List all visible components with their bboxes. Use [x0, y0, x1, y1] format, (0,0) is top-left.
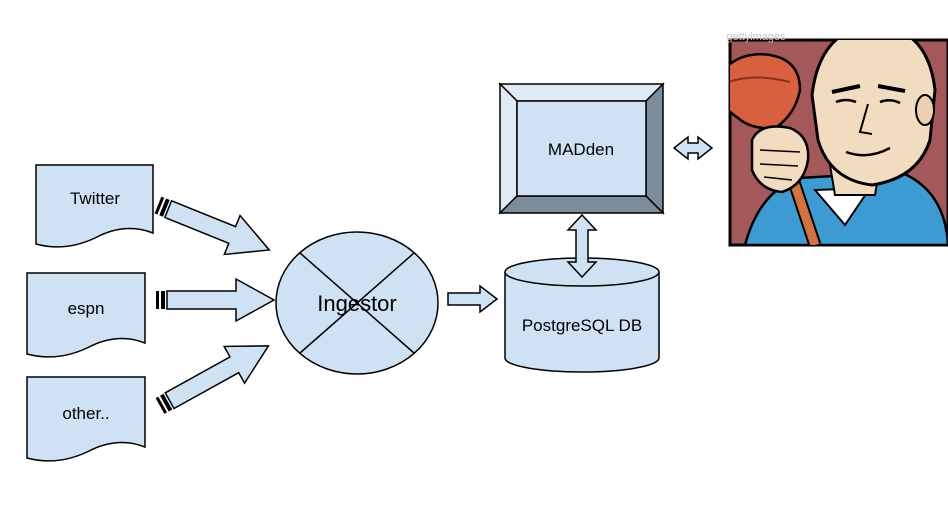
arrow-ingestor-to-db: [447, 284, 499, 314]
arrow-twitter-to-ingestor: [154, 196, 271, 256]
madden-node: MADden: [498, 82, 665, 215]
madden-label: MADden: [548, 140, 614, 159]
database-node: PostgreSQL DB: [504, 257, 660, 373]
illustration-watermark: gettyimages: [726, 31, 786, 43]
plunger-man-illustration: [728, 38, 948, 247]
ingestor-label: Ingestor: [317, 291, 397, 316]
database-label: PostgreSQL DB: [522, 316, 642, 335]
source-other: other..: [26, 376, 146, 462]
arrow-espn-to-ingestor: [156, 277, 276, 323]
arrow-other-to-ingestor: [155, 345, 270, 414]
source-espn-label: espn: [68, 299, 105, 318]
ingestor-node: Ingestor: [275, 231, 439, 375]
arrow-db-madden: [566, 213, 598, 279]
source-espn: espn: [26, 272, 146, 358]
source-other-label: other..: [62, 404, 109, 423]
source-twitter: Twitter: [35, 164, 154, 248]
arrow-madden-user: [672, 135, 714, 161]
source-twitter-label: Twitter: [70, 189, 120, 208]
